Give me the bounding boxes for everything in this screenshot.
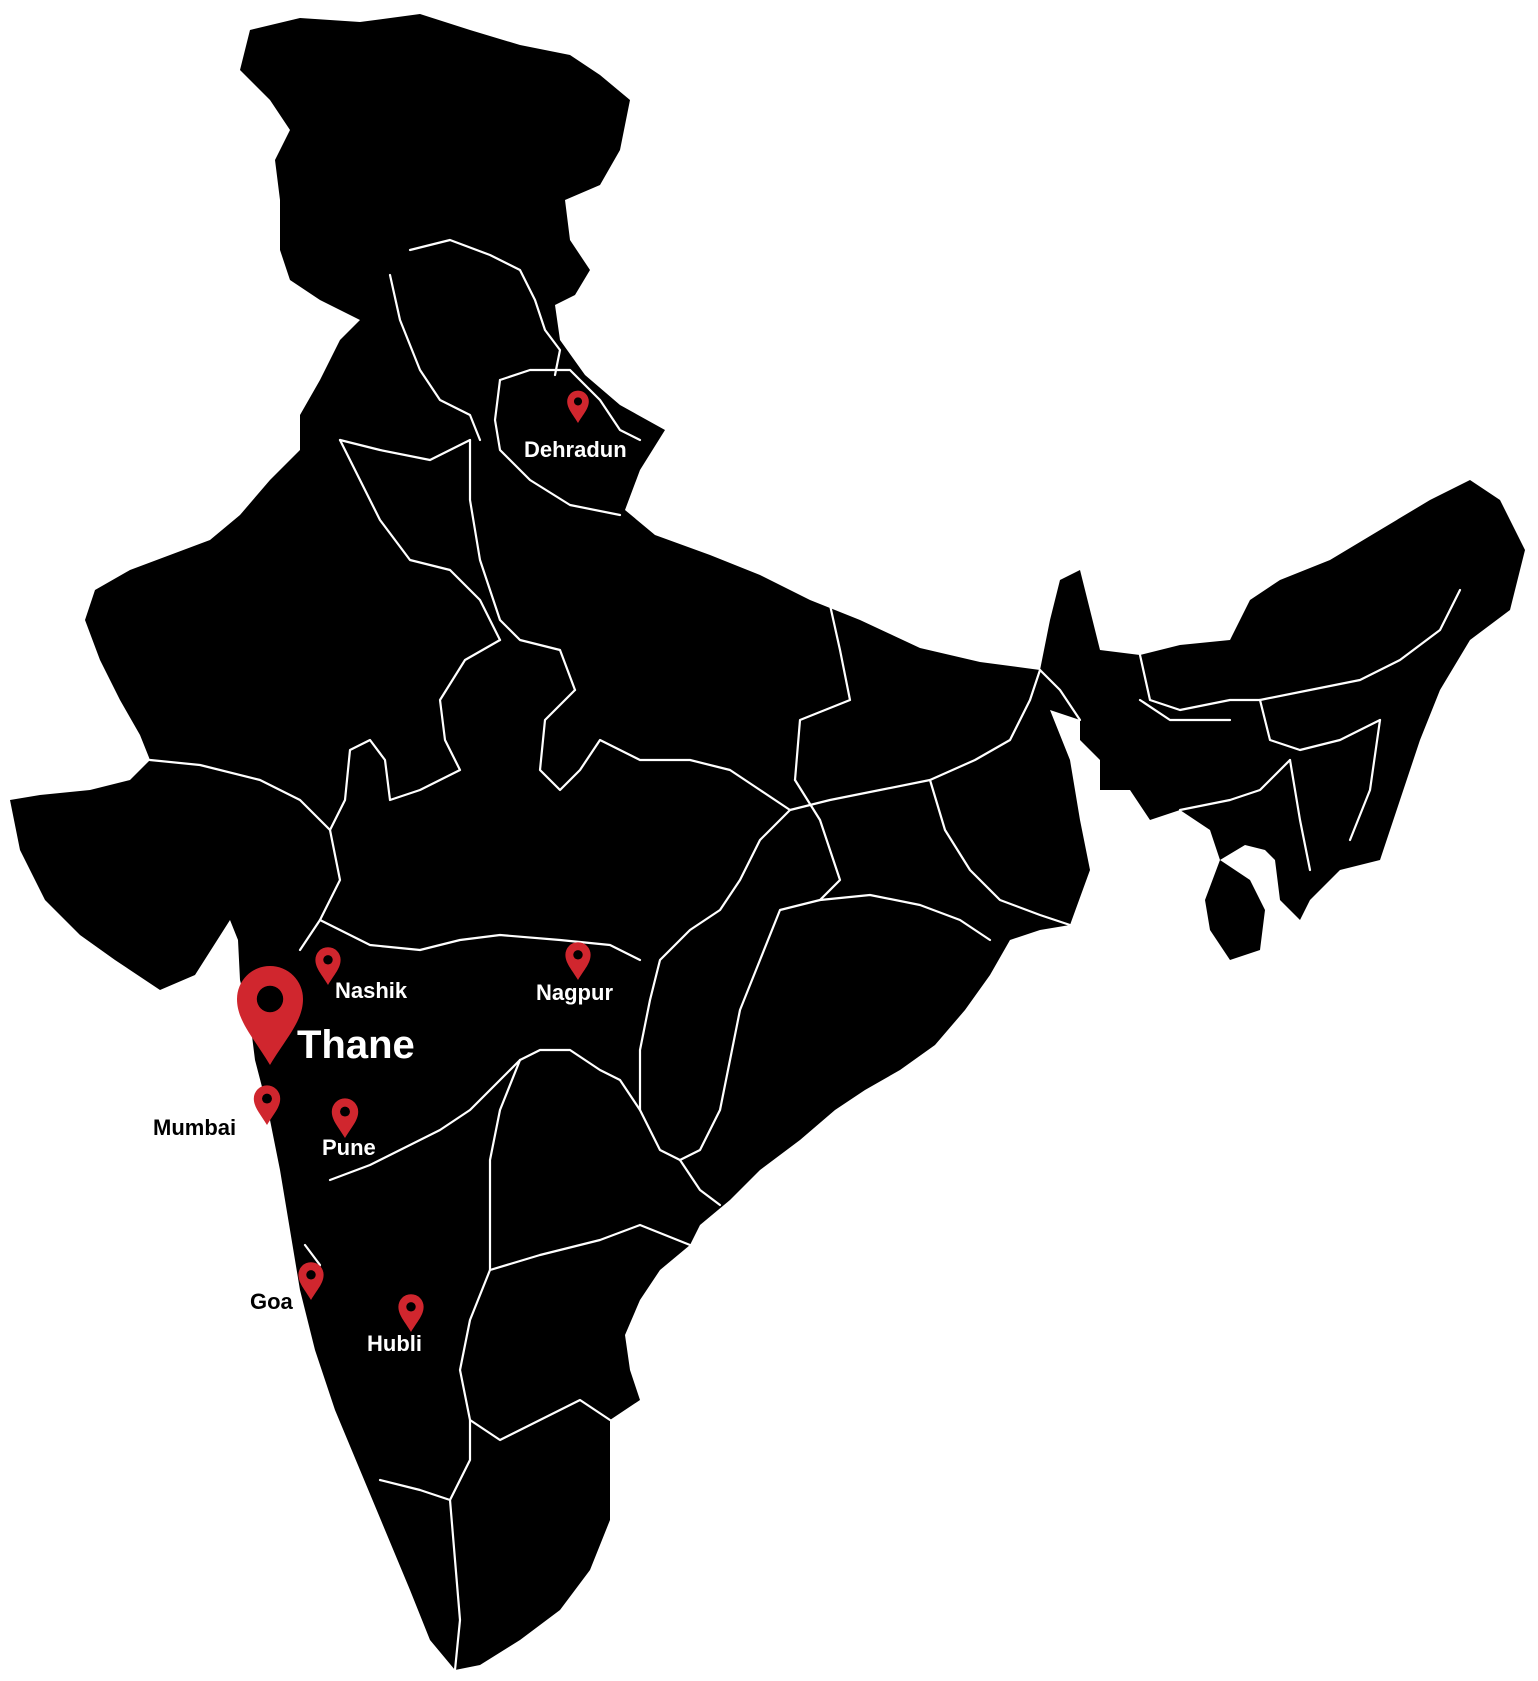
city-label-nashik: Nashik <box>335 978 408 1003</box>
map-pin-icon[interactable] <box>237 966 303 1065</box>
india-mainland <box>10 14 1525 1670</box>
map-pin-icon[interactable] <box>567 390 589 423</box>
city-label-dehradun: Dehradun <box>524 437 627 462</box>
city-label-mumbai: Mumbai <box>153 1115 237 1140</box>
city-pins <box>237 390 591 1332</box>
map-pin-icon[interactable] <box>331 1098 359 1138</box>
map-pin-icon[interactable] <box>398 1294 424 1332</box>
city-label-hubli: Hubli <box>367 1331 422 1356</box>
city-label-goa: Goa <box>250 1289 293 1314</box>
state-borders <box>148 238 1462 1672</box>
map-pin-icon[interactable] <box>298 1262 324 1300</box>
map-pin-icon[interactable] <box>565 942 591 980</box>
map-pin-icon[interactable] <box>253 1085 281 1125</box>
india-northeast-south <box>1205 860 1265 960</box>
city-label-pune: Pune <box>322 1135 376 1160</box>
city-label-nagpur: Nagpur <box>536 980 613 1005</box>
city-label-thane: Thane <box>297 1023 415 1067</box>
map-pin-icon[interactable] <box>315 947 341 985</box>
